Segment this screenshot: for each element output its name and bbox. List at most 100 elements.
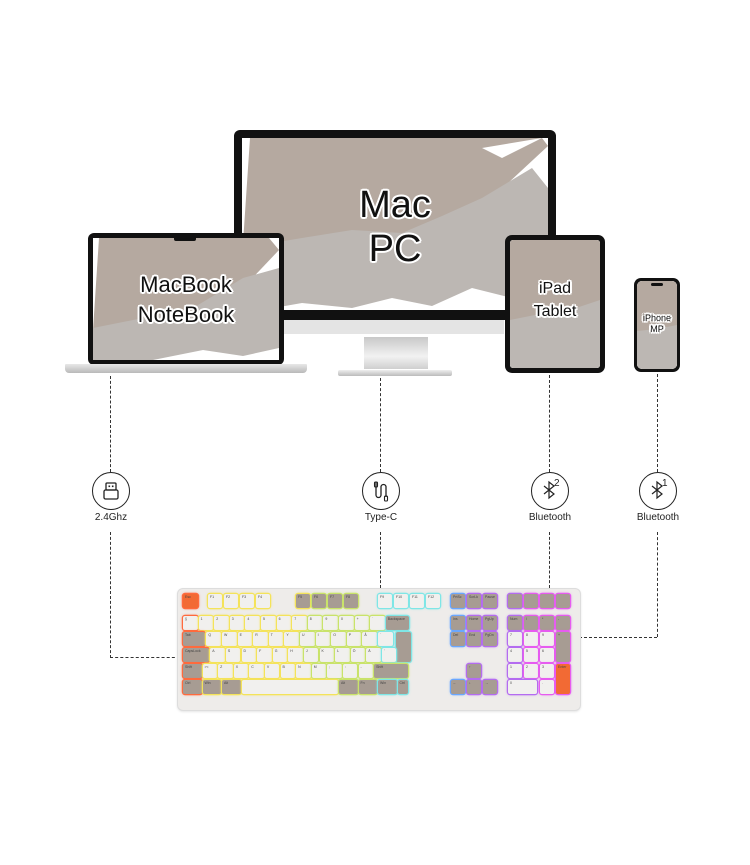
key-z-row-1[interactable]: Z: [218, 664, 233, 678]
key-a-row-9[interactable]: Ö: [350, 648, 366, 662]
key-caps[interactable]: CapsLock: [183, 648, 210, 662]
key-num-enter[interactable]: Enter: [556, 664, 570, 694]
key-num-row-5[interactable]: 5: [261, 616, 276, 630]
key-del[interactable]: Del: [451, 632, 465, 646]
key-umlaut[interactable]: ¨: [378, 632, 393, 646]
key-q-row-0[interactable]: Q: [206, 632, 221, 646]
key-lshift[interactable]: Shift: [183, 664, 202, 678]
key-num-row-3[interactable]: 3: [229, 616, 245, 630]
key-num6[interactable]: 6: [540, 648, 554, 662]
key-num5[interactable]: 5: [524, 648, 538, 662]
key-num-row-8[interactable]: 8: [307, 616, 323, 630]
key-z-row-0[interactable]: ><: [202, 664, 218, 678]
key-num4[interactable]: 4: [508, 648, 522, 662]
key-numlock[interactable]: Num: [508, 616, 522, 630]
key-prtsc[interactable]: PrtSc: [451, 594, 465, 608]
key-z-row-4[interactable]: V: [264, 664, 280, 678]
key-enter[interactable]: [395, 632, 411, 662]
key-z-row-9[interactable]: :: [342, 664, 358, 678]
key-ralt[interactable]: Alt: [339, 680, 358, 694]
key-f3[interactable]: F3: [240, 594, 254, 608]
key-f10[interactable]: F10: [394, 594, 408, 608]
key-num-row-0[interactable]: §: [183, 616, 198, 630]
key-num-row-6[interactable]: 6: [276, 616, 292, 630]
key-f7[interactable]: F7: [328, 594, 342, 608]
key-f8[interactable]: F8: [344, 594, 358, 608]
key-pgup[interactable]: PgUp: [483, 616, 497, 630]
key-num-div[interactable]: /: [524, 616, 538, 630]
key-z-row-7[interactable]: M: [311, 664, 327, 678]
key-arrow-down[interactable]: ↓: [467, 680, 481, 694]
key-media-3[interactable]: [540, 594, 554, 608]
key-num-dot[interactable]: .: [540, 680, 554, 694]
key-fn[interactable]: Fn: [358, 680, 377, 694]
key-a-row-10[interactable]: Ä: [366, 648, 381, 662]
key-backspace[interactable]: Backspace: [385, 616, 409, 630]
key-z-row-2[interactable]: X: [233, 664, 249, 678]
key-a-row-0[interactable]: A: [210, 648, 225, 662]
key-q-row-5[interactable]: Y: [284, 632, 299, 646]
key-scroll[interactable]: ScrLk: [467, 594, 481, 608]
key-num9[interactable]: 9: [540, 632, 554, 646]
key-q-row-4[interactable]: T: [268, 632, 284, 646]
key-f5[interactable]: F5: [296, 594, 310, 608]
key-media-2[interactable]: [524, 594, 538, 608]
key-f2[interactable]: F2: [224, 594, 238, 608]
key-num-minus[interactable]: -: [556, 616, 570, 630]
key-lwin[interactable]: Win: [202, 680, 221, 694]
key-f11[interactable]: F11: [410, 594, 424, 608]
key-q-row-1[interactable]: W: [222, 632, 237, 646]
key-q-row-6[interactable]: U: [300, 632, 315, 646]
key-q-row-9[interactable]: P: [346, 632, 362, 646]
key-num-row-1[interactable]: 1: [198, 616, 214, 630]
key-pause[interactable]: Pause: [483, 594, 497, 608]
key-end[interactable]: End: [467, 632, 481, 646]
key-z-row-3[interactable]: C: [249, 664, 264, 678]
key-q-row-7[interactable]: I: [315, 632, 331, 646]
key-num-row-2[interactable]: 2: [214, 616, 229, 630]
key-f6[interactable]: F6: [312, 594, 326, 608]
key-num-row-11[interactable]: +: [354, 616, 370, 630]
key-f12[interactable]: F12: [426, 594, 440, 608]
key-a-row-5[interactable]: H: [288, 648, 303, 662]
key-num-mul[interactable]: *: [540, 616, 554, 630]
key-num7[interactable]: 7: [508, 632, 522, 646]
key-dash[interactable]: -: [358, 664, 374, 678]
key-z-row-6[interactable]: N: [296, 664, 311, 678]
key-f4[interactable]: F4: [256, 594, 270, 608]
key-pgdn[interactable]: PgDn: [483, 632, 497, 646]
key-num8[interactable]: 8: [524, 632, 538, 646]
key-num-row-4[interactable]: 4: [245, 616, 260, 630]
key-a-row-6[interactable]: J: [303, 648, 319, 662]
key-z-row-8[interactable]: ;: [327, 664, 342, 678]
key-arrow-left[interactable]: ←: [451, 680, 465, 694]
key-a-row-2[interactable]: D: [241, 648, 257, 662]
key-num-row-7[interactable]: 7: [292, 616, 307, 630]
key-rshift[interactable]: Shift: [374, 664, 408, 678]
key-a-row-1[interactable]: S: [225, 648, 241, 662]
key-q-row-10[interactable]: Å: [362, 632, 377, 646]
key-esc[interactable]: Esc: [183, 594, 198, 608]
key-num-plus[interactable]: +: [556, 632, 570, 662]
key-space[interactable]: [241, 680, 338, 694]
key-arrow-right[interactable]: →: [483, 680, 497, 694]
key-f1[interactable]: F1: [208, 594, 222, 608]
key-q-row-2[interactable]: E: [237, 632, 253, 646]
key-num0[interactable]: 0: [508, 680, 538, 694]
key-num-row-12[interactable]: ´: [370, 616, 385, 630]
key-num1[interactable]: 1: [508, 664, 522, 678]
key-q-row-3[interactable]: R: [253, 632, 268, 646]
key-num-row-9[interactable]: 9: [323, 616, 338, 630]
key-ins[interactable]: Ins: [451, 616, 465, 630]
key-num-row-10[interactable]: 0: [339, 616, 354, 630]
key-arrow-up[interactable]: ↑: [467, 664, 481, 678]
key-lctrl[interactable]: Ctrl: [183, 680, 202, 694]
key-apostrophe[interactable]: ': [381, 648, 397, 662]
key-a-row-3[interactable]: F: [257, 648, 272, 662]
key-rwin[interactable]: Win: [378, 680, 397, 694]
key-num3[interactable]: 3: [540, 664, 554, 678]
key-home[interactable]: Home: [467, 616, 481, 630]
key-f9[interactable]: F9: [378, 594, 392, 608]
key-a-row-8[interactable]: L: [335, 648, 350, 662]
key-media-4[interactable]: [556, 594, 570, 608]
